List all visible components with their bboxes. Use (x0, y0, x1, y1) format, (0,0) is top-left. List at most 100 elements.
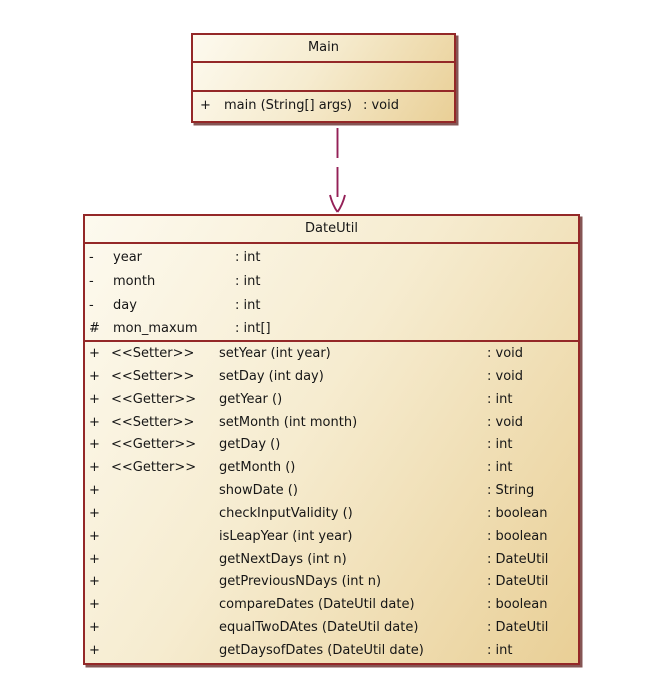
method-visibility: + (89, 597, 100, 613)
method-row: + getDaysofDates (DateUtil date) : int (89, 640, 578, 663)
attribute-visibility: - (89, 273, 94, 289)
method-stereotype (111, 640, 219, 663)
method-row: + <<Getter>> getYear () : int (89, 389, 578, 412)
method-stereotype (111, 526, 219, 549)
class-box-dateutil[interactable]: DateUtil - year : int - month : int - day : int #… (83, 214, 580, 665)
method-signature: showDate () (219, 483, 298, 499)
method-visibility: + (89, 391, 100, 407)
method-returns: : DateUtil (487, 620, 549, 636)
method-visibility: + (89, 346, 100, 361)
method-visibility: + (89, 437, 100, 453)
attributes-compartment-dateutil: - year : int - month : int - day : int # mon_maxum… (85, 244, 578, 342)
method-signature: setDay (int day) (219, 368, 324, 384)
methods-compartment-dateutil: + <<Setter>> setYear (int year) : void + <<Se… (85, 342, 578, 663)
method-stereotype: <<Getter>> (111, 391, 197, 407)
method-returns: : void (487, 346, 524, 361)
dependency-arrowhead-icon (329, 194, 339, 213)
attribute-row: - day : int (89, 294, 578, 318)
attribute-name: day (113, 297, 137, 313)
attributes-compartment-main (193, 63, 454, 92)
method-row: + <<Setter>> setYear (int year) : void (89, 343, 578, 366)
attribute-visibility: - (89, 297, 94, 313)
method-stereotype (111, 480, 219, 503)
method-returns: : void (362, 98, 399, 113)
dependency-arrowhead-icon (336, 194, 346, 213)
method-signature: setYear (int year) (219, 346, 331, 361)
method-returns: : int (487, 391, 513, 407)
attribute-visibility: - (89, 250, 94, 265)
attribute-type: : int[] (235, 321, 271, 337)
method-visibility: + (89, 505, 100, 521)
method-signature: getDaysofDates (DateUtil date) (219, 642, 424, 658)
method-signature: main (String[] args) (224, 98, 352, 113)
method-visibility: + (89, 460, 100, 476)
method-row: + checkInputValidity () : boolean (89, 503, 578, 526)
method-row: + main (String[] args) : void (193, 92, 454, 120)
method-stereotype (111, 571, 219, 594)
method-row: + <<Getter>> getDay () : int (89, 434, 578, 457)
method-visibility: + (89, 574, 100, 590)
method-visibility: + (89, 368, 100, 384)
method-returns: : void (487, 368, 524, 384)
method-signature: getYear () (219, 391, 283, 407)
method-visibility: + (89, 551, 100, 567)
class-title-dateutil: DateUtil (85, 216, 578, 244)
method-stereotype (111, 617, 219, 640)
method-row: + showDate () : String (89, 480, 578, 503)
method-signature: setMonth (int month) (219, 414, 358, 430)
attribute-type: : int (235, 250, 261, 265)
attribute-name: mon_maxum (113, 321, 198, 337)
method-stereotype: <<Getter>> (111, 437, 197, 453)
method-returns: : boolean (487, 528, 548, 544)
method-returns: : int (487, 437, 513, 453)
method-visibility: + (89, 483, 100, 499)
method-returns: : int (487, 642, 513, 658)
attribute-type: : int (235, 273, 261, 289)
method-row: + isLeapYear (int year) : boolean (89, 526, 578, 549)
attribute-name: year (113, 250, 143, 265)
method-row: + getPreviousNDays (int n) : DateUtil (89, 571, 578, 594)
method-stereotype: <<Setter>> (111, 414, 195, 430)
method-visibility: + (89, 642, 100, 658)
method-visibility: + (89, 528, 100, 544)
method-returns: : void (487, 414, 524, 430)
method-stereotype: <<Setter>> (111, 346, 195, 361)
method-row: + equalTwoDAtes (DateUtil date) : DateUtil (89, 617, 578, 640)
method-returns: : boolean (487, 597, 548, 613)
method-visibility: + (89, 620, 100, 636)
method-visibility: + (89, 414, 100, 430)
method-signature: isLeapYear (int year) (219, 528, 353, 544)
attribute-name: month (113, 273, 156, 289)
method-returns: : DateUtil (487, 574, 549, 590)
method-signature: getNextDays (int n) (219, 551, 347, 567)
method-signature: getDay () (219, 437, 281, 453)
attribute-type: : int (235, 297, 261, 313)
attribute-row: - year : int (89, 246, 578, 270)
attribute-row: # mon_maxum : int[] (89, 317, 578, 341)
method-stereotype (111, 594, 219, 617)
method-signature: equalTwoDAtes (DateUtil date) (219, 620, 419, 636)
attribute-row: - month : int (89, 270, 578, 294)
method-stereotype (111, 503, 219, 526)
methods-compartment-main: + main (String[] args) : void (193, 92, 454, 121)
method-signature: compareDates (DateUtil date) (219, 597, 415, 613)
method-row: + <<Setter>> setDay (int day) : void (89, 366, 578, 389)
dependency-arrow[interactable] (319, 121, 357, 216)
method-stereotype: <<Getter>> (111, 460, 197, 476)
method-stereotype (111, 549, 219, 572)
method-returns: : int (487, 460, 513, 476)
method-visibility: + (200, 98, 211, 113)
method-row: + compareDates (DateUtil date) : boolean (89, 594, 578, 617)
class-title-main: Main (193, 35, 454, 63)
method-signature: getPreviousNDays (int n) (219, 574, 382, 590)
attribute-visibility: # (89, 321, 100, 337)
method-returns: : String (487, 483, 535, 499)
method-stereotype: <<Setter>> (111, 368, 195, 384)
method-signature: getMonth () (219, 460, 296, 476)
class-box-main[interactable]: Main + main (String[] args) : void (191, 33, 456, 123)
method-returns: : boolean (487, 505, 548, 521)
method-row: + getNextDays (int n) : DateUtil (89, 549, 578, 572)
method-signature: checkInputValidity () (219, 505, 353, 521)
method-returns: : DateUtil (487, 551, 549, 567)
